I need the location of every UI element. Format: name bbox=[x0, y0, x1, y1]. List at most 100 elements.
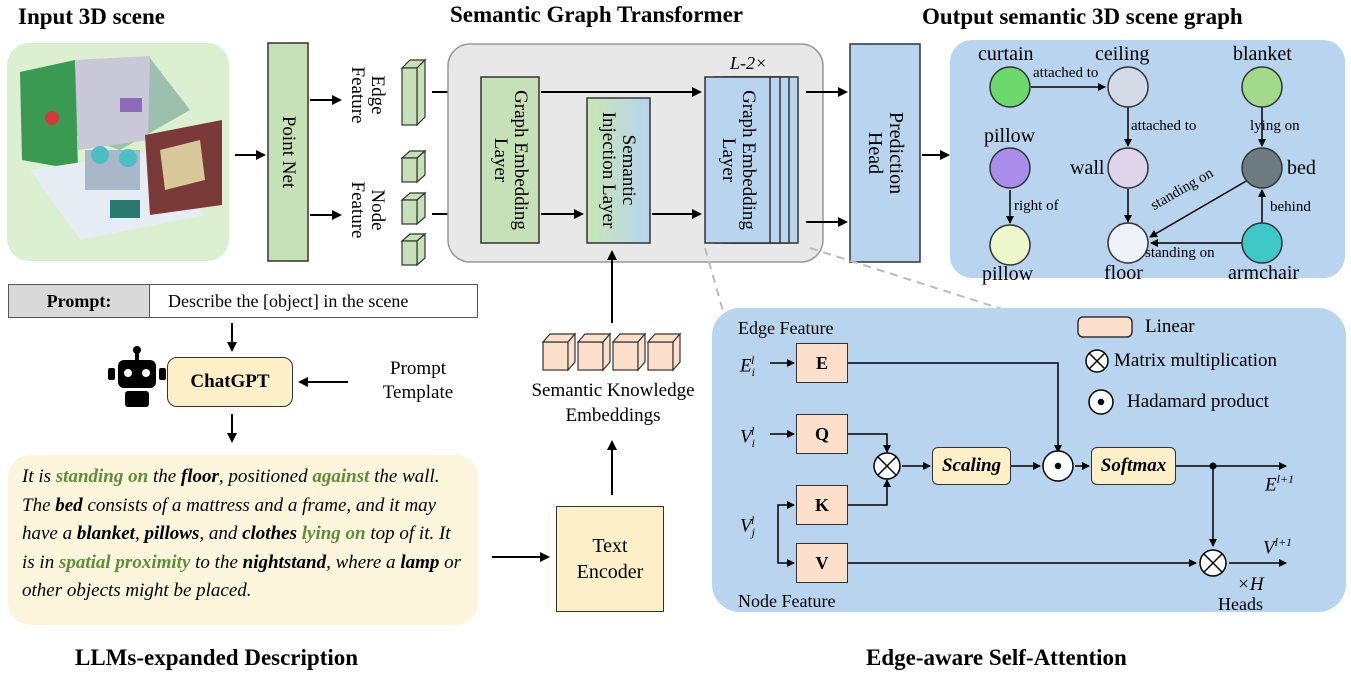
description-segment: top of it. It is in bbox=[22, 523, 451, 573]
text-encoder-box: Text Encoder bbox=[556, 506, 664, 612]
node-pillow-1 bbox=[989, 147, 1031, 189]
linear-k-box: K bbox=[796, 485, 848, 525]
scaling-box: Scaling bbox=[932, 447, 1011, 485]
description-segment: the wall. The bbox=[22, 466, 440, 516]
description-segment: the bbox=[148, 466, 181, 487]
edge-feature-cube bbox=[400, 58, 427, 127]
input-vj-symbol: Vjl bbox=[740, 513, 755, 540]
edge-label-blanket-bed: lying on bbox=[1250, 118, 1300, 134]
legend-linear-swatch bbox=[1077, 316, 1133, 338]
semantic-knowledge-cubes bbox=[541, 332, 682, 372]
node-pillow-2 bbox=[989, 224, 1031, 266]
description-segment: , bbox=[134, 523, 145, 544]
heads-label: Heads bbox=[1218, 594, 1263, 614]
semantic-knowledge-label: Semantic Knowledge Embeddings bbox=[531, 380, 695, 426]
prediction-head-box bbox=[849, 43, 921, 263]
description-segment: It is bbox=[22, 466, 56, 487]
edge-label-curtain-ceiling: attached to bbox=[1033, 65, 1099, 81]
description-segment: bed bbox=[55, 494, 83, 516]
semantic-injection-box bbox=[586, 97, 651, 244]
attn-node-feature-label: Node Feature bbox=[738, 591, 836, 611]
pointnet-box bbox=[267, 42, 309, 262]
description-segment: consists of a mattress and a frame, and … bbox=[22, 494, 437, 545]
label-pillow-1: pillow bbox=[984, 125, 1036, 147]
node-blanket bbox=[1241, 66, 1283, 108]
description-segment: , where a bbox=[326, 551, 401, 573]
legend-hadamard-label: Hadamard product bbox=[1127, 391, 1269, 412]
prompt-text: Describe the [object] in the scene bbox=[168, 290, 409, 311]
node-armchair bbox=[1241, 222, 1283, 264]
prompt-label: Prompt: bbox=[9, 285, 150, 317]
repeat-label: L-2× bbox=[730, 53, 768, 73]
node-bed bbox=[1241, 147, 1283, 189]
node-feature-label: Node Feature bbox=[347, 181, 388, 239]
description-segment: against bbox=[312, 466, 370, 487]
description-segment: , and bbox=[199, 523, 243, 544]
linear-e-box: E bbox=[796, 343, 848, 383]
input-scene-image bbox=[7, 43, 229, 261]
prompt-box: Prompt: Describe the [object] in the sce… bbox=[8, 284, 478, 318]
description-segment: nightstand bbox=[242, 551, 327, 573]
label-ceiling: ceiling bbox=[1095, 43, 1150, 65]
label-armchair: armchair bbox=[1228, 262, 1300, 284]
node-curtain bbox=[989, 66, 1031, 108]
graph-embedding-repeat-label: Graph Embedding Layer bbox=[718, 90, 759, 230]
output-node-symbol: Vl+1 bbox=[1263, 535, 1293, 559]
hadamard-symbols bbox=[1042, 389, 1114, 482]
linear-v-box: V bbox=[796, 543, 848, 583]
softmax-box: Softmax bbox=[1091, 447, 1176, 485]
description-segment: lying on bbox=[301, 523, 366, 544]
semantic-injection-label: Semantic Injection Layer bbox=[598, 111, 639, 229]
description-segment: spatial proximity bbox=[58, 551, 191, 573]
edge-label-armchair-bed: behind bbox=[1270, 199, 1311, 215]
node-wall bbox=[1107, 147, 1149, 189]
description-segment: standing on bbox=[55, 466, 149, 487]
description-segment: pillows bbox=[144, 523, 200, 544]
attn-edge-feature-label: Edge Feature bbox=[738, 318, 834, 338]
legend-matmul-label: Matrix multiplication bbox=[1114, 350, 1278, 371]
robot-icon bbox=[108, 346, 166, 407]
node-feature-cubes bbox=[400, 149, 427, 267]
node-ceiling bbox=[1107, 66, 1149, 108]
attention-panel bbox=[712, 308, 1346, 612]
description-segment: clothes bbox=[242, 523, 297, 544]
description-segment: , positioned bbox=[218, 466, 313, 487]
graph-embedding-stack bbox=[704, 76, 799, 244]
graph-embedding-box bbox=[480, 76, 540, 244]
label-bed: bed bbox=[1287, 157, 1316, 179]
graph-embedding-label: Graph Embedding Layer bbox=[490, 90, 531, 230]
description-segment: to the bbox=[190, 551, 243, 573]
description-segment: floor bbox=[180, 466, 219, 487]
prediction-head-label: Prediction Head bbox=[864, 111, 907, 195]
edge-feature-label: Edge Feature bbox=[347, 66, 388, 124]
label-pillow-2: pillow bbox=[982, 263, 1034, 285]
edge-label-armchair-floor: standing on bbox=[1145, 245, 1215, 261]
attention-arrows bbox=[770, 359, 1287, 567]
label-curtain: curtain bbox=[978, 43, 1034, 65]
title-transformer: Semantic Graph Transformer bbox=[450, 2, 744, 27]
edge-label-pillow-pillow: right of bbox=[1014, 198, 1059, 214]
matmul-symbols bbox=[873, 349, 1227, 577]
output-edge-symbol: El+1 bbox=[1265, 472, 1295, 496]
title-input-scene: Input 3D scene bbox=[18, 4, 165, 29]
llm-description-box: It is standing on the floor, positioned … bbox=[8, 455, 478, 625]
description-segment: lamp bbox=[400, 551, 440, 573]
title-edge-attention: Edge-aware Self-Attention bbox=[866, 645, 1127, 670]
description-segment: blanket bbox=[76, 523, 135, 544]
pointnet-label: Point Net bbox=[277, 115, 299, 189]
node-floor bbox=[1107, 222, 1149, 264]
scene-graph-nodes bbox=[989, 66, 1283, 266]
input-edge-symbol: Eil bbox=[740, 353, 755, 380]
label-blanket: blanket bbox=[1233, 43, 1292, 65]
linear-q-box: Q bbox=[796, 414, 848, 454]
description-segment: or other objects might be placed. bbox=[22, 551, 462, 602]
chatgpt-box: ChatGPT bbox=[167, 357, 293, 407]
scene-graph-edges bbox=[1006, 83, 1266, 247]
edge-label-ceiling-wall: attached to bbox=[1131, 118, 1197, 134]
prompt-template-label: Prompt Template bbox=[382, 358, 454, 403]
title-llm-description: LLMs-expanded Description bbox=[75, 645, 359, 670]
input-vi-symbol: Vil bbox=[740, 424, 755, 451]
heads-multiplier: ×H bbox=[1237, 574, 1264, 595]
